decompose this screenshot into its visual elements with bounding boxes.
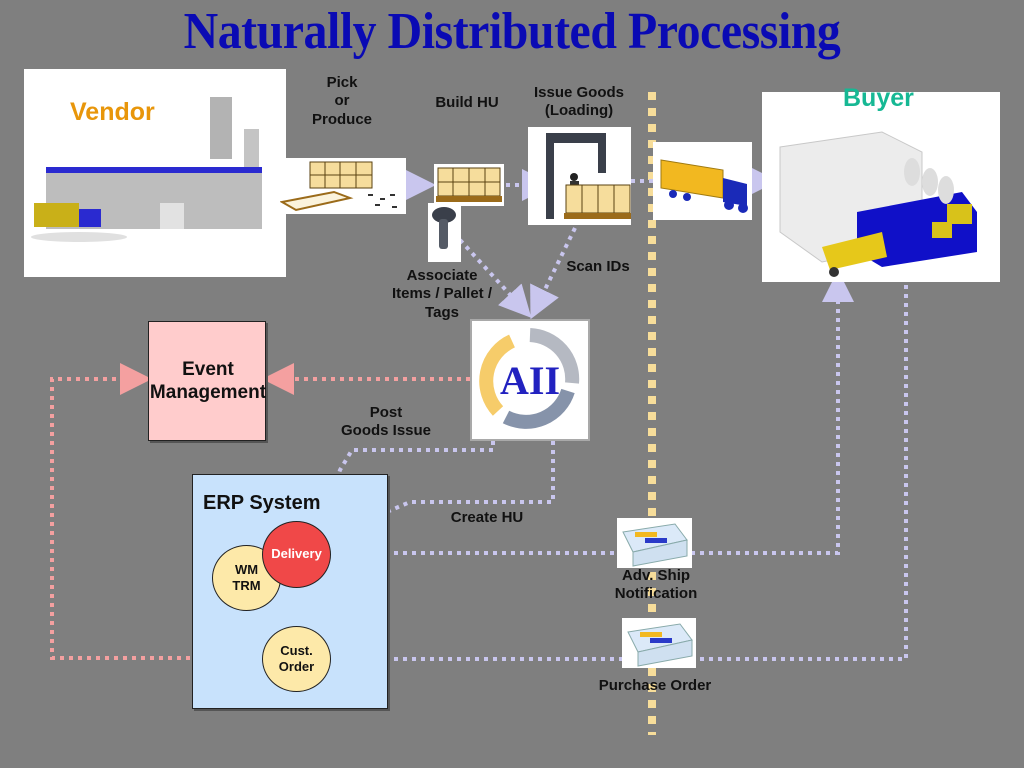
step-label-post-goods-issue: Post Goods Issue xyxy=(340,404,432,440)
flow-scan-to-aii xyxy=(530,227,577,320)
flow-delivery-to-buyer-asn xyxy=(331,270,854,555)
event-management-box[interactable] xyxy=(148,321,266,441)
delivery-truck-image xyxy=(653,142,752,220)
step-label-build-hu: Build HU xyxy=(435,94,499,111)
purchase-order-document-icon xyxy=(622,618,696,668)
step-label-create-hu: Create HU xyxy=(450,509,524,526)
erp-system-title: ERP System xyxy=(203,492,321,514)
factory-icon xyxy=(31,97,262,242)
erp-node-cust-order[interactable]: Cust. Order xyxy=(262,626,331,692)
flow-buyer-to-order-po xyxy=(329,276,908,675)
event-management-label: Event Management xyxy=(149,359,267,404)
vendor-label: Vendor xyxy=(70,98,155,126)
aii-cycle-icon xyxy=(479,328,580,429)
rfid-portal-loading-image xyxy=(528,127,632,225)
step-label-pick: Pick or Produce xyxy=(311,74,372,128)
step-label-associate: Associate Items / Pallet / Tags xyxy=(391,267,493,321)
step-label-scan-ids: Scan IDs xyxy=(566,258,630,275)
flow-associate-to-aii xyxy=(458,238,532,318)
pick-boxes-image xyxy=(279,158,406,214)
aii-label: AII xyxy=(499,358,561,403)
aii-component[interactable]: AII xyxy=(470,319,590,441)
vendor-panel xyxy=(24,69,286,277)
purchase-order-label: Purchase Order xyxy=(598,677,712,694)
step-label-issue-goods: Issue Goods (Loading) xyxy=(533,84,625,120)
erp-node-delivery[interactable]: Delivery xyxy=(262,521,331,588)
warehouse-icon xyxy=(779,131,977,277)
build-hu-pallet-image xyxy=(434,164,504,206)
asn-document-icon xyxy=(617,518,692,568)
flow-order-to-event xyxy=(50,363,262,660)
asn-label: Adv. Ship Notification xyxy=(614,567,698,603)
buyer-label: Buyer xyxy=(843,84,914,112)
barcode-scanner-image xyxy=(428,203,461,262)
slide-title: Naturally Distributed Processing xyxy=(183,3,841,60)
buyer-panel xyxy=(762,92,1000,282)
flow-create-hu xyxy=(332,441,555,538)
